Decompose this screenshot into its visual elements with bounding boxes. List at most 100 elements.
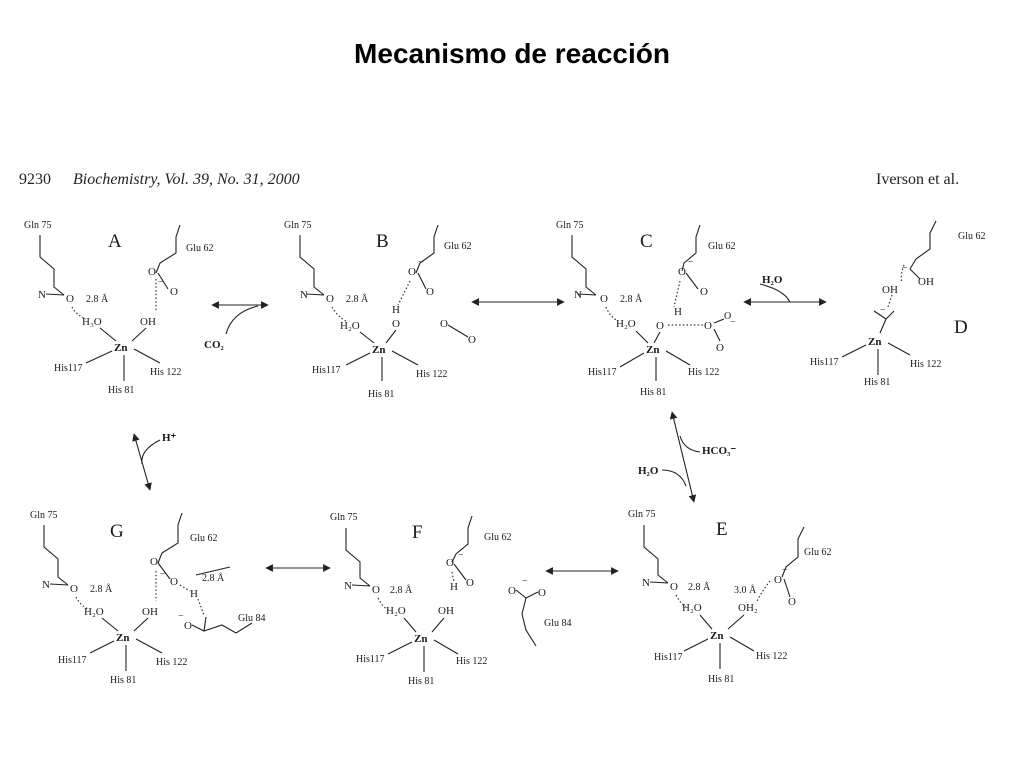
svg-text:His 122: His 122 bbox=[416, 369, 447, 380]
svg-text:−: − bbox=[688, 257, 694, 268]
svg-text:O: O bbox=[150, 556, 158, 568]
svg-text:OH: OH bbox=[882, 284, 898, 296]
svg-text:His 122: His 122 bbox=[156, 657, 187, 668]
zinc-ion: Zn bbox=[114, 342, 127, 354]
svg-text:His 122: His 122 bbox=[910, 359, 941, 370]
glu62-label: Glu 62 bbox=[190, 533, 218, 544]
gln75-label: Gln 75 bbox=[330, 512, 358, 523]
svg-text:His117: His117 bbox=[312, 365, 341, 376]
panel-F: F Gln 75 N O 2.8 Å Glu 62 O O − H H₂O OH… bbox=[330, 512, 572, 687]
svg-text:O: O bbox=[774, 574, 782, 586]
svg-text:O: O bbox=[466, 577, 474, 589]
panel-B: B Gln 75 N O 2.8 Å Glu 62 O O − H H₂O O … bbox=[284, 220, 476, 400]
zinc-ion: Zn bbox=[646, 344, 659, 356]
glu62-label: Glu 62 bbox=[444, 241, 472, 252]
svg-text:O: O bbox=[468, 334, 476, 346]
glu62-label: Glu 62 bbox=[804, 547, 832, 558]
proton-label: H⁺ bbox=[162, 432, 177, 444]
panel-E: E Gln 75 N O 2.8 Å 3.0 Å Glu 62 O O − H₂… bbox=[628, 509, 832, 685]
distance-label: 2.8 Å bbox=[688, 581, 711, 593]
water-label: H₂O bbox=[762, 274, 783, 286]
svg-text:N: N bbox=[344, 580, 352, 592]
distance-label: 2.8 Å bbox=[90, 583, 113, 595]
hydroxide-ligand: O bbox=[392, 318, 400, 330]
glu84-carboxylate: O bbox=[508, 585, 516, 597]
svg-text:−: − bbox=[418, 257, 424, 268]
svg-text:−: − bbox=[158, 277, 164, 288]
svg-text:His117: His117 bbox=[588, 367, 617, 378]
svg-text:O: O bbox=[678, 266, 686, 278]
svg-text:His 122: His 122 bbox=[688, 367, 719, 378]
zinc-ion: Zn bbox=[116, 632, 129, 644]
svg-text:−: − bbox=[178, 611, 184, 622]
svg-text:His117: His117 bbox=[654, 652, 683, 663]
svg-text:O: O bbox=[170, 286, 178, 298]
svg-text:−: − bbox=[160, 569, 166, 580]
zinc-ion: Zn bbox=[710, 630, 723, 642]
panel-G: G Gln 75 N O 2.8 Å Glu 62 O O − 2.8 Å H … bbox=[30, 510, 266, 686]
svg-text:N: N bbox=[38, 289, 46, 301]
svg-text:N: N bbox=[42, 579, 50, 591]
svg-text:O: O bbox=[538, 587, 546, 599]
svg-text:H: H bbox=[190, 588, 198, 600]
panel-C: C Gln 75 N O 2.8 Å Glu 62 O O − H H₂O O … bbox=[556, 220, 736, 398]
panel-letter: B bbox=[376, 231, 389, 252]
svg-text:O: O bbox=[700, 286, 708, 298]
glu84-label: Glu 84 bbox=[238, 613, 266, 624]
arrow-A-B: CO₂ bbox=[204, 301, 269, 351]
gln75-label: Gln 75 bbox=[30, 510, 58, 521]
svg-text:O: O bbox=[70, 583, 78, 595]
hydroxide-ligand: O bbox=[656, 320, 664, 332]
panel-letter: D bbox=[954, 317, 968, 338]
hydroxide-ligand: OH bbox=[142, 606, 158, 618]
svg-text:His117: His117 bbox=[356, 654, 385, 665]
panel-letter: E bbox=[716, 519, 728, 540]
water-label-2: H₂O bbox=[638, 465, 659, 477]
water-ligand: H₂O bbox=[84, 606, 104, 618]
water-ligand-2: OH₂ bbox=[738, 602, 758, 614]
arrow-A-G: H⁺ bbox=[132, 432, 177, 491]
page-number: 9230 bbox=[19, 171, 51, 188]
svg-text:His 81: His 81 bbox=[108, 385, 134, 396]
gln75-label: Gln 75 bbox=[24, 220, 52, 231]
svg-text:H: H bbox=[392, 304, 400, 316]
distance-label-2: 3.0 Å bbox=[734, 584, 757, 596]
svg-text:His 122: His 122 bbox=[456, 656, 487, 667]
svg-text:His 122: His 122 bbox=[150, 367, 181, 378]
glu62-label: Glu 62 bbox=[484, 532, 512, 543]
svg-text:O: O bbox=[170, 576, 178, 588]
water-ligand: H₂O bbox=[616, 318, 636, 330]
svg-text:O: O bbox=[600, 293, 608, 305]
svg-text:−: − bbox=[730, 317, 736, 328]
svg-text:O: O bbox=[372, 584, 380, 596]
co2-molecule: O bbox=[440, 318, 448, 330]
glu84-label: Glu 84 bbox=[544, 618, 572, 629]
svg-text:O: O bbox=[716, 342, 724, 354]
panel-letter: A bbox=[108, 231, 122, 252]
svg-text:His 81: His 81 bbox=[864, 377, 890, 388]
svg-text:N: N bbox=[642, 577, 650, 589]
gln75-label: Gln 75 bbox=[284, 220, 312, 231]
gln75-label: Gln 75 bbox=[556, 220, 584, 231]
panel-letter: G bbox=[110, 521, 124, 542]
svg-text:O: O bbox=[426, 286, 434, 298]
arrow-C-D: H₂O bbox=[743, 274, 827, 306]
svg-text:His 81: His 81 bbox=[110, 675, 136, 686]
arrow-C-E: HCO₃⁻ H₂O bbox=[638, 411, 736, 503]
water-ligand: H₃O bbox=[82, 316, 102, 328]
svg-text:−: − bbox=[522, 576, 528, 587]
panel-letter: F bbox=[412, 522, 423, 543]
authors: Iverson et al. bbox=[876, 171, 960, 188]
journal-citation: Biochemistry, Vol. 39, No. 31, 2000 bbox=[73, 171, 300, 188]
svg-text:H: H bbox=[674, 306, 682, 318]
svg-text:O: O bbox=[446, 557, 454, 569]
svg-text:N: N bbox=[300, 289, 308, 301]
distance-label: 2.8 Å bbox=[86, 293, 109, 305]
svg-text:His117: His117 bbox=[54, 363, 83, 374]
svg-text:O: O bbox=[788, 596, 796, 608]
water-ligand: H₂O bbox=[340, 320, 360, 332]
svg-text:−: − bbox=[782, 565, 788, 576]
svg-text:His 81: His 81 bbox=[408, 676, 434, 687]
water-ligand: H₂O bbox=[386, 605, 406, 617]
journal-header: 9230 Biochemistry, Vol. 39, No. 31, 2000 bbox=[19, 171, 300, 189]
